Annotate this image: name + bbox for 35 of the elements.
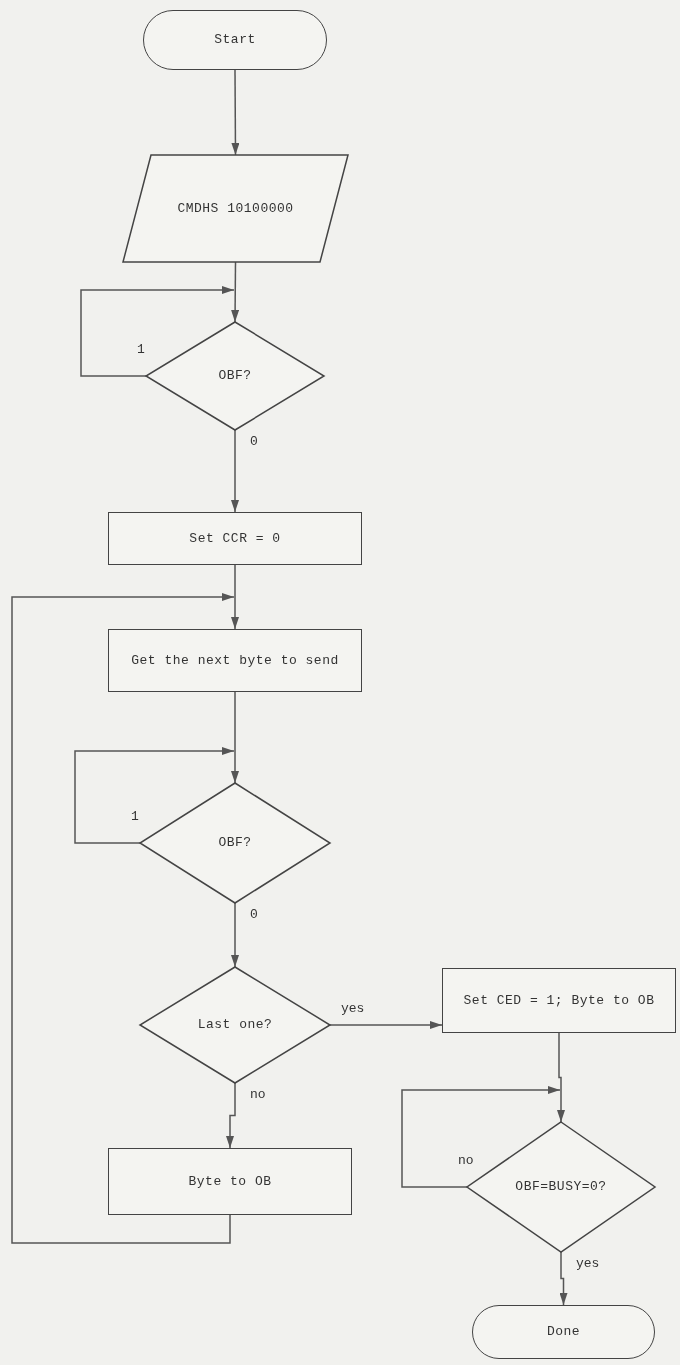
arrow [329,1021,443,1029]
process-box [108,629,362,692]
arrow [226,1082,236,1149]
arrow [231,564,239,630]
decision-diamond [140,967,330,1083]
node-text: OBF? [217,834,253,852]
terminal-shape [143,10,327,70]
arrow [74,747,235,844]
node-text: Set CCR = 0 [188,529,282,548]
node-text: Last one? [196,1016,274,1034]
node-text: OBF? [217,367,253,385]
node-text: OBF=BUSY=0? [514,1178,608,1196]
arrow [401,1086,561,1188]
arrow [231,902,239,968]
node-text: Start [213,31,257,49]
node-text: CMDHS 10100000 [176,199,295,218]
decision-diamond [146,322,324,430]
decision-diamond [140,783,330,903]
arrow [231,69,240,156]
process-box [108,1148,352,1215]
arrow [559,1251,568,1306]
arrow [557,1032,565,1123]
arrow [231,691,239,784]
node-text: Set CED = 1; Byte to OB [462,991,656,1010]
node-text: Byte to OB [187,1172,273,1191]
node-text: Done [545,1323,582,1341]
arrow [80,286,235,377]
process-box [108,512,362,565]
node-text: Get the next byte to send [130,651,340,670]
input-parallelogram [123,155,348,262]
arrow [231,429,239,513]
arrow [11,593,235,1244]
terminal-shape [472,1305,655,1359]
arrow [231,261,240,323]
process-box [442,968,676,1033]
